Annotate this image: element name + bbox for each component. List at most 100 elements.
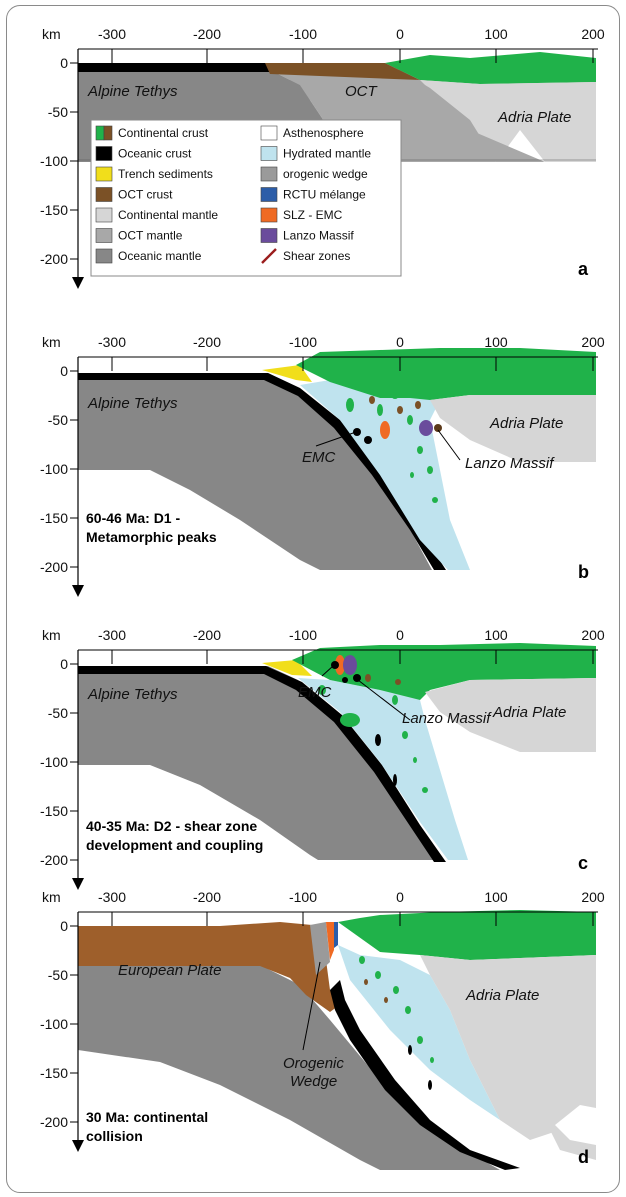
legend-label: Trench sediments: [118, 167, 213, 181]
y-tick-label: -150: [40, 510, 68, 526]
legend-label: RCTU mélange: [283, 188, 366, 202]
x-tick-label: 200: [581, 334, 605, 350]
panel-letter-c: c: [578, 853, 588, 873]
x-tick-label: 200: [581, 889, 605, 905]
legend-label: OCT mantle: [118, 229, 183, 243]
label-orogenic: Orogenic: [283, 1055, 344, 1072]
legend-label: SLZ - EMC: [283, 208, 343, 222]
legend-label: Lanzo Massif: [283, 229, 354, 243]
y-tick-label: -100: [40, 754, 68, 770]
legend-label: Shear zones: [283, 249, 350, 263]
caption-b-line1: 60-46 Ma: D1 -: [86, 510, 180, 526]
y-tick-label: 0: [60, 656, 68, 672]
x-tick-label: -300: [98, 627, 126, 643]
x-tick-label: -100: [289, 334, 317, 350]
x-tick-label: 0: [396, 627, 404, 643]
y-tick-label: -200: [40, 251, 68, 267]
x-tick-label: -200: [193, 334, 221, 350]
panel-letter-d: d: [578, 1147, 589, 1167]
x-tick-label: -200: [193, 889, 221, 905]
x-tick-label: 100: [484, 627, 508, 643]
legend-swatch: [95, 187, 113, 202]
y-axis-arrow: [72, 878, 84, 890]
legend-label: Hydrated mantle: [283, 147, 371, 161]
x-tick-label: 0: [396, 26, 404, 42]
label-alpine-tethys-c: Alpine Tethys: [87, 686, 178, 703]
legend-label: Oceanic crust: [118, 147, 192, 161]
panel-letter-a: a: [578, 259, 589, 279]
label-oct: OCT: [345, 83, 379, 100]
axis-unit: km: [42, 889, 61, 905]
y-tick-label: -50: [48, 104, 68, 120]
x-tick-label: -200: [193, 26, 221, 42]
y-axis-arrow: [72, 1140, 84, 1152]
caption-b-line2: Metamorphic peaks: [86, 529, 217, 545]
legend-swatch: [103, 125, 113, 141]
y-tick-label: -100: [40, 1016, 68, 1032]
legend-swatch: [261, 248, 277, 264]
axis-unit: km: [42, 627, 61, 643]
x-tick-label: -300: [98, 26, 126, 42]
label-emc-b: EMC: [302, 449, 336, 466]
x-tick-label: 200: [581, 26, 605, 42]
panel-letter-b: b: [578, 562, 589, 582]
legend-label: Oceanic mantle: [118, 249, 202, 263]
label-adria-plate-c: Adria Plate: [492, 704, 566, 721]
legend-label: OCT crust: [118, 188, 173, 202]
y-axis-arrow: [72, 585, 84, 597]
x-tick-label: 100: [484, 889, 508, 905]
y-tick-label: -200: [40, 1114, 68, 1130]
label-lanzo-massif-b: Lanzo Massif: [465, 455, 555, 472]
x-tick-label: 200: [581, 627, 605, 643]
y-tick-label: -150: [40, 202, 68, 218]
legend-swatch: [95, 146, 113, 161]
x-tick-label: 0: [396, 334, 404, 350]
legend-label: Asthenosphere: [283, 126, 364, 140]
panel-c: Alpine Tethys Adria Plate EMC Lanzo Mass…: [78, 643, 596, 873]
y-tick-label: -50: [48, 967, 68, 983]
y-tick-label: -50: [48, 705, 68, 721]
legend-swatch: [260, 187, 278, 202]
axes-layer: km -300 -200 -100 0 100 200 0 -50 -100 -150 -200 km -…: [40, 26, 605, 1152]
y-tick-label: 0: [60, 918, 68, 934]
legend-swatch: [95, 248, 113, 264]
x-tick-label: -300: [98, 334, 126, 350]
legend-swatch: [260, 166, 278, 182]
legend-label: Continental crust: [118, 126, 209, 140]
axis-unit: km: [42, 26, 61, 42]
y-tick-label: -150: [40, 1065, 68, 1081]
label-lanzo-massif-c: Lanzo Massif: [402, 710, 492, 727]
y-tick-label: 0: [60, 363, 68, 379]
label-adria-plate-b: Adria Plate: [489, 415, 563, 432]
legend-swatch: [260, 207, 278, 223]
legend-swatch: [260, 146, 278, 161]
x-tick-label: -200: [193, 627, 221, 643]
label-wedge: Wedge: [290, 1073, 337, 1090]
y-tick-label: -150: [40, 803, 68, 819]
y-tick-label: -50: [48, 412, 68, 428]
panel-d: European Plate Adria Plate Orogenic Wedg…: [78, 910, 596, 1170]
x-tick-label: 0: [396, 889, 404, 905]
legend-label: orogenic wedge: [283, 167, 368, 181]
y-axis-arrow: [72, 277, 84, 289]
y-tick-label: 0: [60, 55, 68, 71]
label-alpine-tethys: Alpine Tethys: [87, 83, 178, 100]
x-tick-label: 100: [484, 26, 508, 42]
x-tick-label: -100: [289, 26, 317, 42]
legend-swatch: [260, 228, 278, 243]
caption-d-line1: 30 Ma: continental: [86, 1109, 208, 1125]
legend-swatch: [95, 207, 113, 223]
caption-d-line2: collision: [86, 1128, 143, 1144]
caption-c-line1: 40-35 Ma: D2 - shear zone: [86, 818, 257, 834]
label-alpine-tethys-b: Alpine Tethys: [87, 395, 178, 412]
label-emc-c: EMC: [298, 684, 332, 701]
y-tick-label: -200: [40, 852, 68, 868]
